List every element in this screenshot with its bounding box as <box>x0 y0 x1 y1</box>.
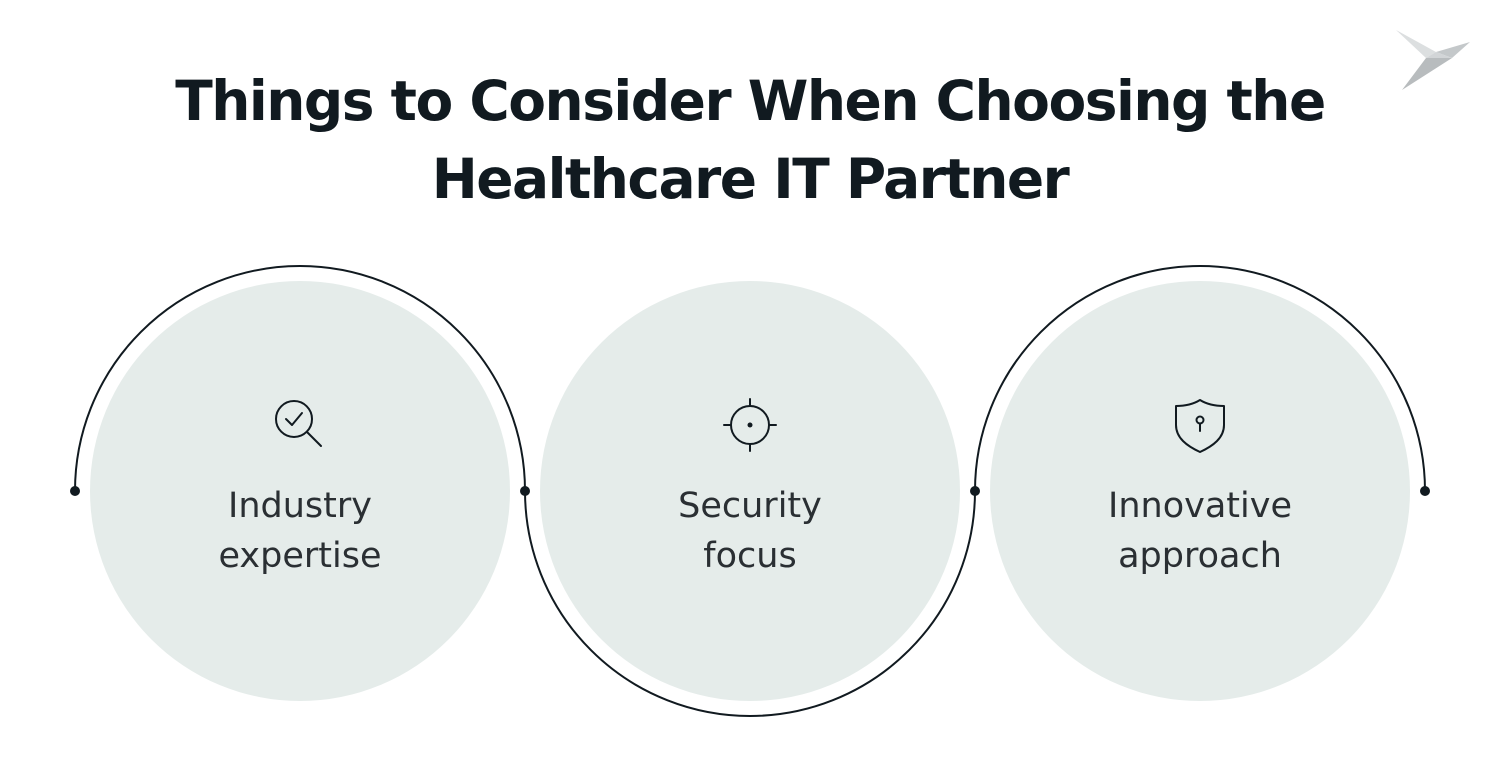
item-label: Innovative approach <box>1108 486 1292 576</box>
arc-bottom-middle <box>524 490 976 717</box>
item-security-focus: Security focus <box>540 281 960 701</box>
item-label: Industry expertise <box>218 486 382 576</box>
item-industry-expertise: Industry expertise <box>90 281 510 701</box>
crosshair-icon <box>723 398 777 452</box>
item-label: Security focus <box>678 486 822 576</box>
item-innovative-approach: Innovative approach <box>990 281 1410 701</box>
arc-top-left <box>74 265 526 492</box>
title-line-2: Healthcare IT Partner <box>431 147 1070 211</box>
connector-dot <box>70 486 80 496</box>
connector-dot <box>970 486 980 496</box>
connector-dot <box>520 486 530 496</box>
bird-logo-icon <box>1396 30 1470 90</box>
connector-dot <box>1420 486 1430 496</box>
shield-lock-icon <box>1175 399 1225 453</box>
search-check-icon <box>275 400 322 447</box>
arc-top-right <box>974 265 1426 492</box>
page-title: Things to Consider When Choosing the Hea… <box>0 62 1500 218</box>
title-line-1: Things to Consider When Choosing the <box>175 69 1326 133</box>
